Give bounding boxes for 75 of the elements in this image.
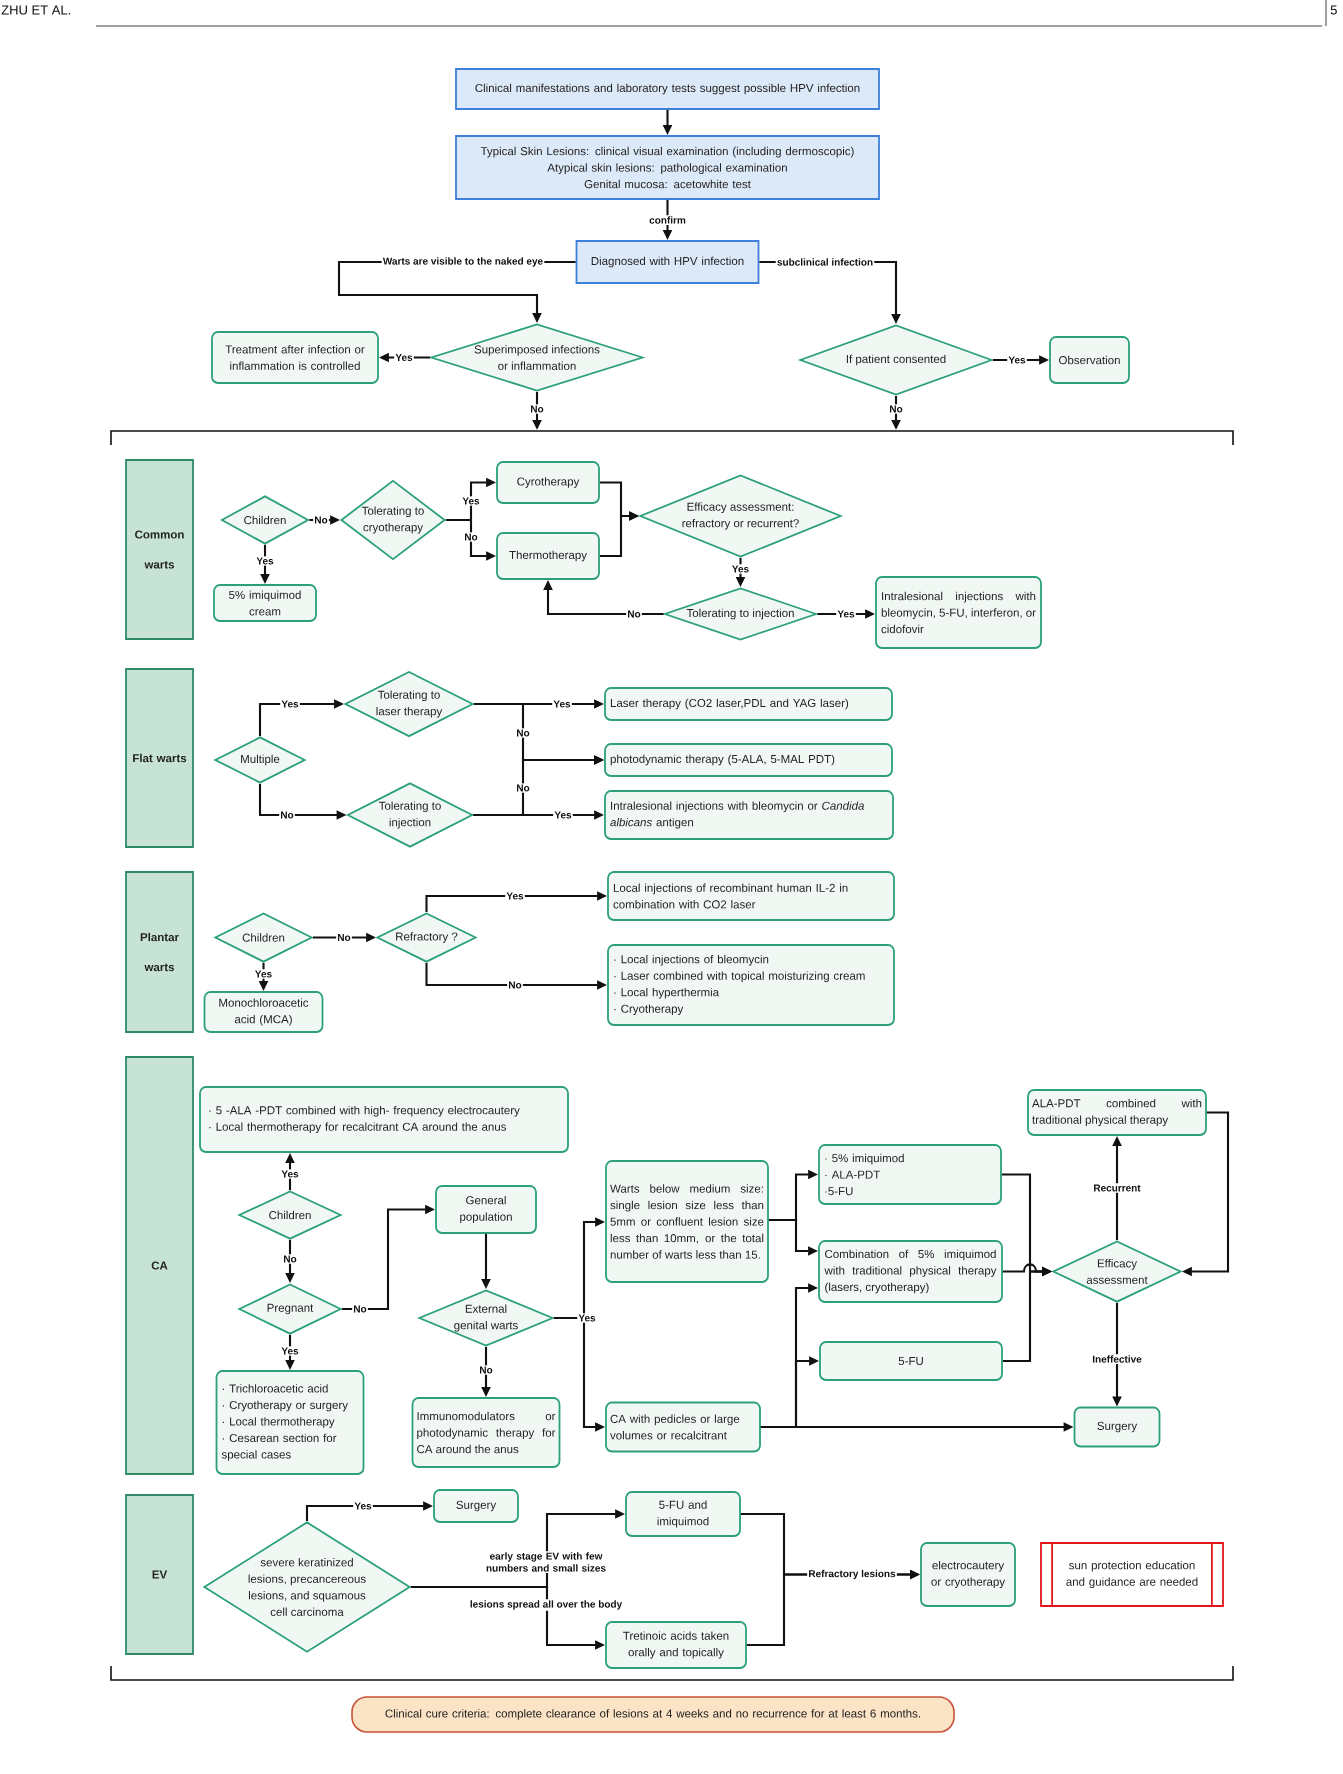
process-box: Local injections of recombinant human IL-2 in combination with CO2 laser <box>607 871 895 921</box>
process-box: Surgery <box>433 1489 519 1523</box>
edge-label: Yes <box>394 352 414 363</box>
edge-label: Yes <box>505 891 525 901</box>
process-box: 5% imiquimod cream <box>213 584 317 622</box>
edge-label: Refractory lesions <box>807 1568 897 1581</box>
process-box: Intralesional injections with bleomycin or Candida albicans antigen <box>604 790 894 840</box>
edge-label: No <box>626 609 642 619</box>
edge-label: Yes <box>461 496 481 506</box>
category-band: Common warts <box>125 459 194 640</box>
edge-label: Yes <box>1007 355 1027 365</box>
category-band: Flat warts <box>125 668 194 848</box>
edge-label: No <box>313 515 329 525</box>
running-head: ZHU ET AL. <box>1 5 71 15</box>
process-box: Observation <box>1049 336 1130 384</box>
edge-label: Yes <box>280 1346 300 1356</box>
edge-label: Yes <box>730 564 751 574</box>
process-box: electrocautery or cryotherapy <box>920 1542 1016 1607</box>
process-box: Surgery <box>1073 1406 1161 1448</box>
category-band: CA <box>125 1056 194 1475</box>
category-band: Plantar warts <box>125 871 194 1033</box>
edge-label: No <box>888 404 904 414</box>
edge-label: early stage EV with few numbers and small sizes <box>484 1551 608 1573</box>
process-box: Intralesional injections with bleomycin, 5-FU, interferon, or cidofovir <box>875 576 1042 649</box>
edge-label: Warts are visible to the naked eye <box>381 256 545 268</box>
page-number: 5 <box>1330 5 1337 15</box>
edge-label: Yes <box>280 699 300 709</box>
edge-label: No <box>507 980 523 990</box>
process-box: Diagnosed with HPV infection <box>575 240 760 284</box>
process-box: · Trichloroacetic acid · Cryotherapy or surgery · Local thermotherapy · Cesarean section for special cases <box>215 1370 365 1475</box>
edge-label: confirm <box>647 215 688 225</box>
process-box: Warts below medium size: single lesion size less than 5mm or confluent lesion size less than 10mm, or the total number of warts less than 15. <box>605 1160 769 1283</box>
process-box: Laser therapy (CO2 laser,PDL and YAG laser) <box>604 687 893 721</box>
edge-label: No <box>282 1254 298 1264</box>
process-box: Thermotherapy <box>496 532 600 580</box>
process-box: · 5 -ALA -PDT combined with high- frequency electrocautery · Local thermotherapy for recalcitrant CA around the anus <box>199 1086 569 1153</box>
edge-label: Yes <box>552 699 572 709</box>
process-box: Immunomodulators or photodynamic therapy for CA around the anus <box>411 1397 561 1468</box>
edge-label: lesions spread all over the body <box>468 1599 624 1611</box>
edge-label: subclinical infection <box>775 257 875 267</box>
process-box: Clinical manifestations and laboratory tests suggest possible HPV infection <box>455 68 880 110</box>
edge-label: No <box>515 783 531 793</box>
process-box: Typical Skin Lesions: clinical visual examination (including dermoscopic) Atypical skin lesions: pathological examination Genital mucosa: acetowhite test <box>455 135 880 200</box>
process-box: Tretinoic acids taken orally and topically <box>605 1621 747 1669</box>
edge-label: Yes <box>353 1501 373 1511</box>
category-band: EV <box>125 1494 194 1655</box>
edge-label: No <box>529 404 545 414</box>
edge-label: No <box>352 1304 368 1314</box>
process-box: ALA-PDT combined with traditional physical therapy <box>1027 1089 1207 1136</box>
process-box: 5-FU and imiquimod <box>625 1491 741 1537</box>
edge-label: Yes <box>255 556 275 566</box>
edge-label: No <box>336 932 352 943</box>
process-box: · 5% imiquimod · ALA-PDT ·5-FU <box>818 1144 1002 1205</box>
process-box: photodynamic therapy (5-ALA, 5-MAL PDT) <box>604 743 893 777</box>
process-box: Treatment after infection or inflammation is controlled <box>211 331 379 384</box>
edge-label: No <box>463 532 479 542</box>
process-box: CA with pedicles or large volumes or recalcitrant <box>605 1401 761 1453</box>
edge-label: Yes <box>553 810 573 820</box>
edge-label: No <box>515 728 531 738</box>
process-box: · Local injections of bleomycin · Laser combined with topical moisturizing cream · Local hyperthermia · Cryotherapy <box>607 944 895 1026</box>
edge-label: Yes <box>836 609 856 619</box>
note-box: sun protection education and guidance are needed <box>1040 1541 1224 1608</box>
edge-label: Yes <box>280 1169 300 1179</box>
edge-label: Recurrent <box>1092 1183 1142 1193</box>
edge-label: No <box>478 1365 494 1375</box>
process-box: Monochloroacetic acid (MCA) <box>203 991 324 1033</box>
criteria-box: Clinical cure criteria: complete clearance of lesions at 4 weeks and no recurrence for at least 6 months. <box>351 1696 955 1733</box>
edge-label: No <box>279 810 295 820</box>
process-box: 5-FU <box>819 1341 1003 1381</box>
process-box: General population <box>435 1185 537 1234</box>
edge-label: Yes <box>577 1313 597 1323</box>
process-box: Combination of 5% imiquimod with traditional physical therapy (lasers, cryotherapy) <box>818 1240 1003 1303</box>
edge-label: Ineffective <box>1091 1354 1143 1364</box>
process-box: Cyrotherapy <box>496 461 600 504</box>
edge-label: Yes <box>253 969 274 979</box>
